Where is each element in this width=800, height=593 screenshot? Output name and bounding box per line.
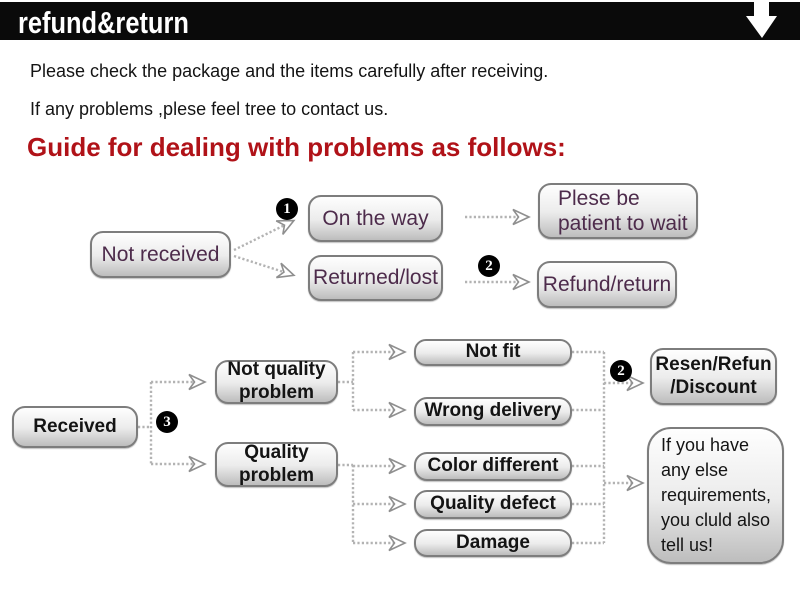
node-patient-to-wait: Plese be patient to wait (538, 183, 698, 239)
guide-heading: Guide for dealing with problems as follo… (27, 132, 566, 162)
node-returned-lost: Returned/lost (308, 255, 443, 301)
node-refund-return: Refund/return (537, 261, 677, 308)
node-received: Received (12, 406, 138, 448)
node-on-the-way: On the way (308, 195, 443, 242)
step-badge-1: 1 (276, 198, 298, 220)
node-other-requirements: If you have any else requirements, you c… (647, 427, 784, 564)
intro-line-1: Please check the package and the items c… (30, 61, 549, 81)
step-badge-3: 3 (156, 411, 178, 433)
node-quality-defect: Quality defect (414, 490, 572, 519)
node-damage: Damage (414, 529, 572, 557)
node-not-fit: Not fit (414, 339, 572, 366)
step-badge-2-received: 2 (610, 360, 632, 382)
down-arrow-icon (746, 0, 777, 38)
node-wrong-delivery: Wrong delivery (414, 397, 572, 426)
intro-line-2: If any problems ,plese feel tree to cont… (30, 99, 389, 119)
node-color-different: Color different (414, 452, 572, 481)
page-title: refund&return (18, 5, 189, 40)
node-resend-refund-discount: Resen/Refun /Discount (650, 348, 777, 405)
step-badge-2: 2 (478, 255, 500, 277)
header-bar: refund&return (0, 2, 800, 40)
node-quality-problem: Quality problem (215, 442, 338, 487)
node-not-quality-problem: Not quality problem (215, 359, 338, 404)
node-not-received: Not received (90, 231, 231, 278)
